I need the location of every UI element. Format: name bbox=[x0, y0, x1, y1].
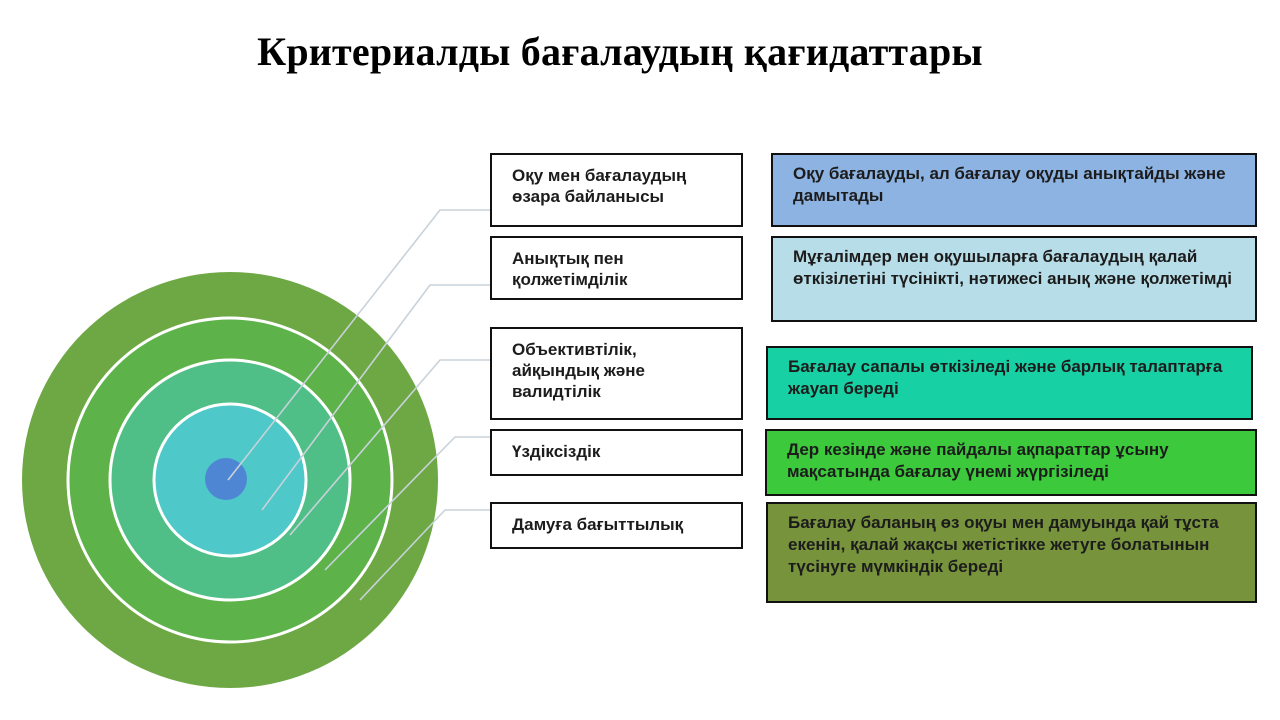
principle-label-4: Үздіксіздік bbox=[490, 429, 743, 476]
principle-label-3: Объективтілік, айқындық және валидтілік bbox=[490, 327, 743, 420]
principle-description-1: Оқу бағалауды, ал бағалау оқуды анықтайд… bbox=[771, 153, 1257, 227]
connector-4 bbox=[324, 436, 490, 571]
connector-5 bbox=[359, 509, 490, 601]
page-title: Критериалды бағалаудың қағидаттары bbox=[257, 29, 983, 74]
principle-label-2: Анықтық пен қолжетімділік bbox=[490, 236, 743, 300]
principle-description-5: Бағалау баланың өз оқуы мен дамуында қай… bbox=[766, 502, 1257, 603]
connector-3 bbox=[289, 359, 490, 536]
principle-label-1: Оқу мен бағалаудың өзара байланысы bbox=[490, 153, 743, 227]
principle-label-5: Дамуға бағыттылық bbox=[490, 502, 743, 549]
principle-description-2: Мұғалімдер мен оқушыларға бағалаудың қал… bbox=[771, 236, 1257, 322]
connector-1 bbox=[227, 209, 490, 481]
connector-lines bbox=[227, 209, 490, 601]
principle-description-3: Бағалау сапалы өткізіледі және барлық та… bbox=[766, 346, 1253, 420]
principle-description-4: Дер кезінде және пайдалы ақпараттар ұсын… bbox=[765, 429, 1257, 496]
connector-2 bbox=[261, 284, 490, 511]
